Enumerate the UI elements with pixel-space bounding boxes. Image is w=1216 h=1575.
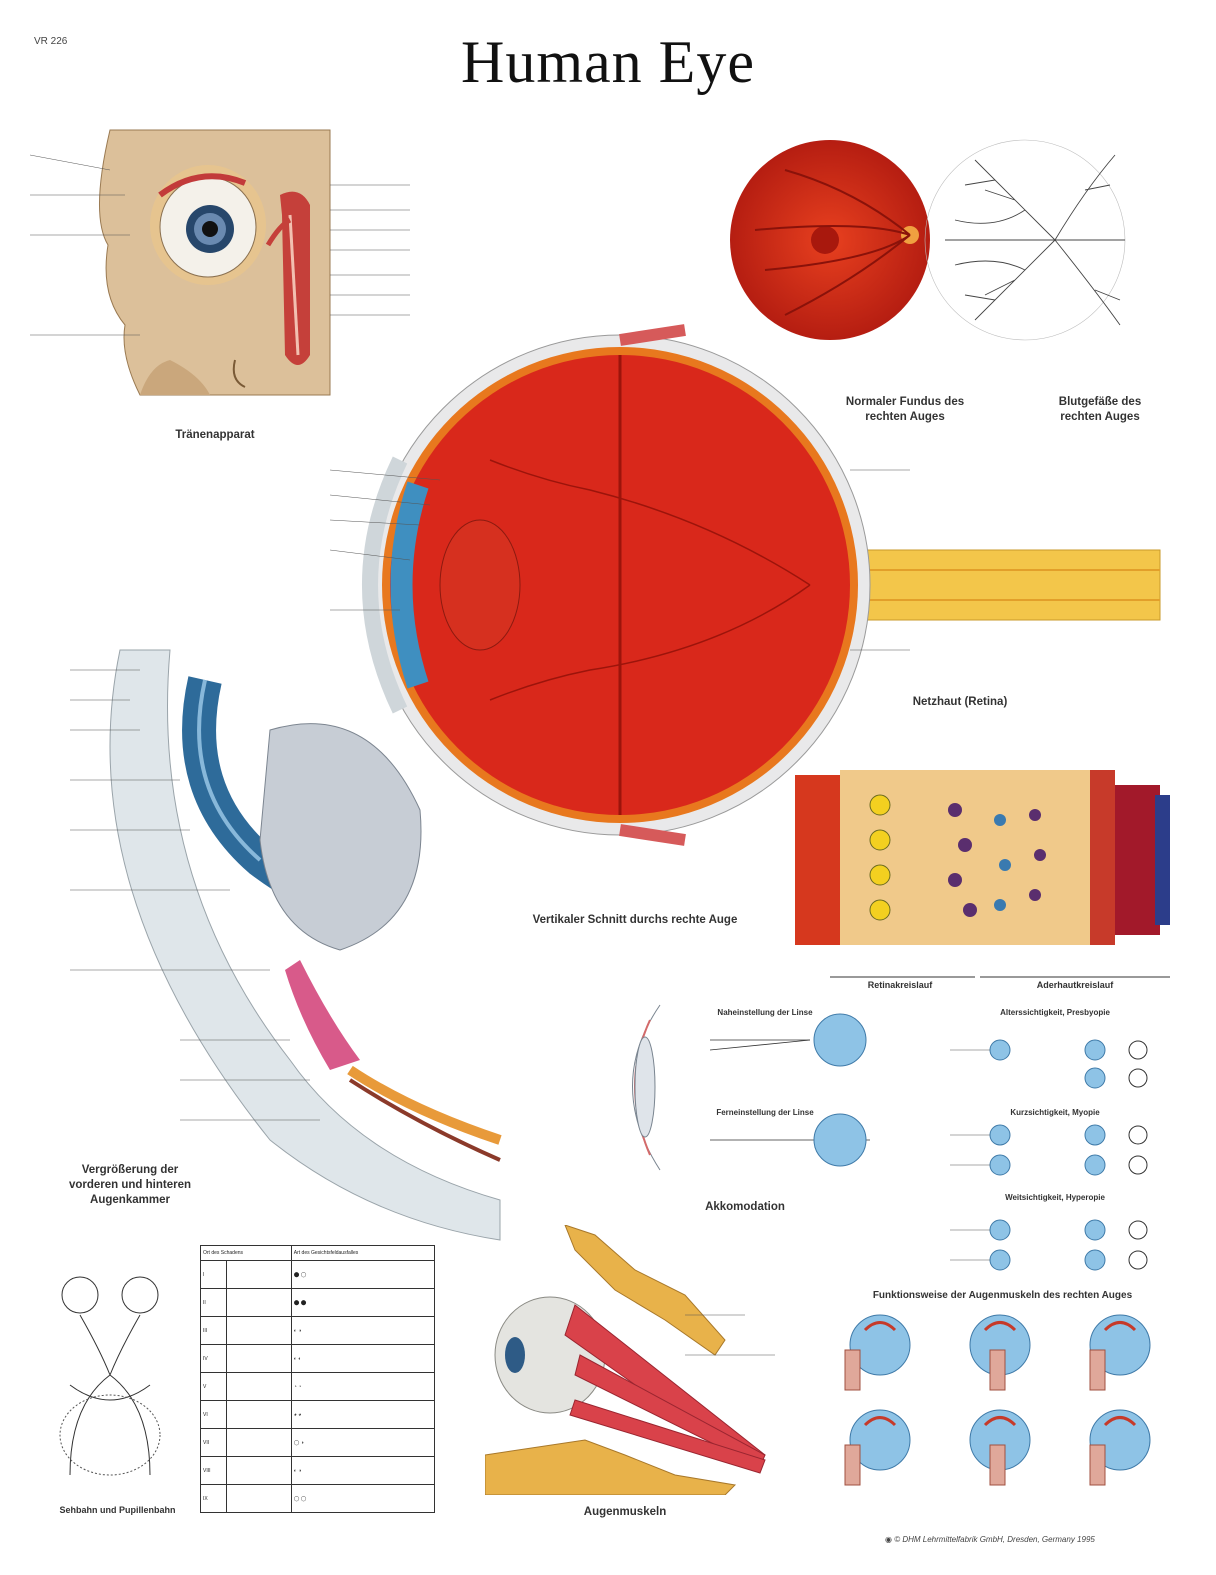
refraction-illustration <box>950 1039 1148 1271</box>
caption-choroid-circ: Aderhautkreislauf <box>1036 980 1114 990</box>
row-num: IV <box>200 1344 227 1373</box>
caption-near-adjust: Naheinstellung der Linse <box>717 1008 813 1017</box>
retina-panel <box>795 715 1175 990</box>
caption-section: Vertikaler Schnitt durchs rechte Auge <box>532 914 738 926</box>
chamber-panel <box>30 640 510 1260</box>
caption-retinal-circ: Retinakreislauf <box>867 980 933 990</box>
row-num: VII <box>200 1428 227 1457</box>
caption-fundus: Normaler Fundus des rechten Auges <box>845 396 965 423</box>
row-num: VIII <box>200 1456 227 1485</box>
col-defect: Art des Gesichtsfeldausfalles <box>293 1250 359 1256</box>
visual-pathway-illustration <box>59 1276 161 1476</box>
row-num: II <box>200 1288 227 1317</box>
caption-far-adjust: Ferneinstellung der Linse <box>716 1108 814 1117</box>
caption-presbyopia: Alterssichtigkeit, Presbyopie <box>1000 1008 1110 1017</box>
row-num: VI <box>200 1400 227 1429</box>
refraction-panel <box>940 1030 1165 1280</box>
eye-section <box>290 320 1170 900</box>
eye-muscles-illustration <box>484 1224 775 1496</box>
caption-muscle-function: Funktionsweise der Augenmuskeln des rech… <box>872 1290 1133 1301</box>
row-num: V <box>200 1372 227 1401</box>
muscle-function-panel <box>840 1305 1175 1490</box>
visual-pathway-panel <box>30 1265 205 1490</box>
accommodation-illustration <box>632 1004 870 1171</box>
caption-accommodation: Akkomodation <box>705 1201 785 1213</box>
row-num: III <box>200 1316 227 1345</box>
caption-hyperopia: Weitsichtigkeit, Hyperopie <box>1005 1193 1105 1202</box>
fundus-panel <box>725 130 1175 390</box>
eye-logo-icon: ◉ <box>885 1535 892 1544</box>
caption-myopia: Kurzsichtigkeit, Myopie <box>1010 1108 1100 1117</box>
copyright: ◉ © DHM Lehrmittelfabrik GmbH, Dresden, … <box>885 1535 1095 1544</box>
col-site: Ort des Schadens <box>203 1250 244 1256</box>
poster-code: VR 226 <box>34 36 68 47</box>
fundus-illustration <box>730 139 1126 341</box>
eye-muscles-panel <box>484 1224 815 1496</box>
row-num: IX <box>200 1484 227 1513</box>
retina-illustration <box>795 770 1170 978</box>
caption-eye-muscles: Augenmuskeln <box>583 1506 667 1518</box>
accommodation-panel <box>510 995 900 1185</box>
row-num: I <box>200 1260 227 1289</box>
lacrimal-apparatus <box>29 125 410 425</box>
copyright-text: © DHM Lehrmittelfabrik GmbH, Dresden, Ge… <box>894 1535 1095 1544</box>
caption-lacrimal: Tränenapparat <box>175 429 255 441</box>
muscle-function-illustration <box>844 1314 1151 1486</box>
poster-title: Human Eye <box>461 29 755 95</box>
caption-retina: Netzhaut (Retina) <box>912 696 1008 708</box>
caption-visual-pathway: Sehbahn und Pupillenbahn <box>59 1505 176 1515</box>
lacrimal-illustration <box>29 129 410 396</box>
caption-chamber: Vergrößerung der vorderen und hinteren A… <box>68 1164 192 1206</box>
caption-vessels: Blutgefäße des rechten Auges <box>1058 396 1142 423</box>
eye-section-illustration <box>329 324 1161 846</box>
chamber-illustration <box>70 649 502 1241</box>
damage-table: Ort des Schadens Art des Gesichtsfeldaus… <box>200 1245 436 1513</box>
